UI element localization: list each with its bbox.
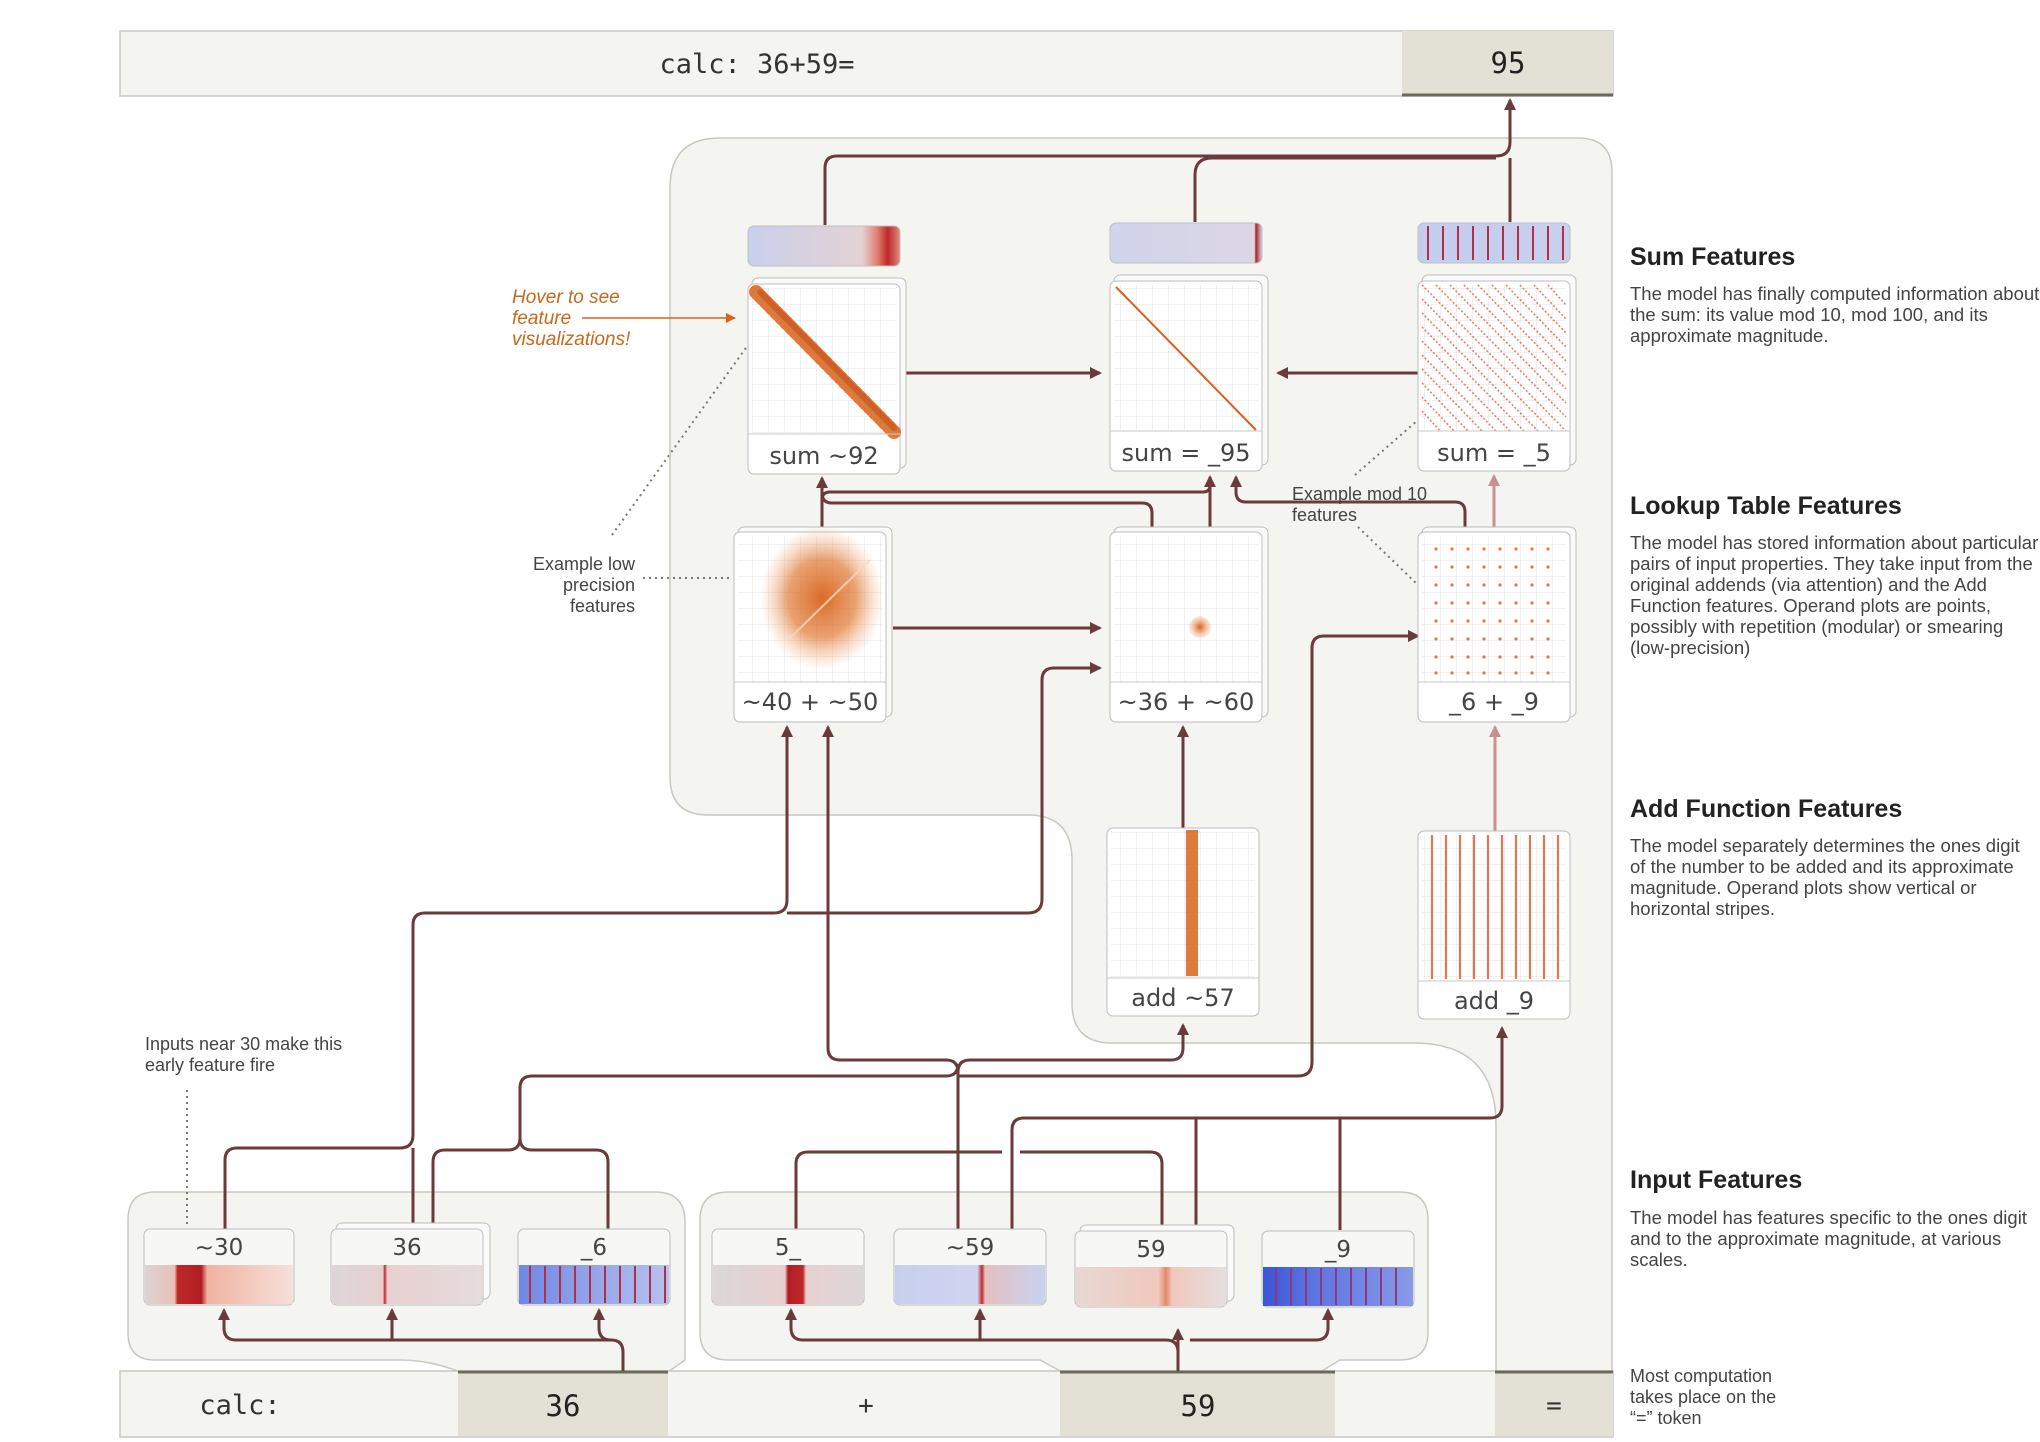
card-in59approx[interactable]: ~59: [893, 1228, 1047, 1306]
node-sum5-label: sum = _5: [1437, 439, 1551, 467]
token-equals-cell[interactable]: [1495, 1372, 1613, 1436]
low-precision-annotation: Example low precision features: [532, 554, 635, 616]
prompt-text: calc: 36+59=: [659, 49, 854, 80]
node-in59-label: 59: [1136, 1237, 1165, 1263]
add9-vertical-stripes: [1430, 835, 1560, 979]
token-59-cell[interactable]: [1060, 1372, 1335, 1436]
in9-strip-lines: [1275, 1268, 1397, 1305]
mod10-annotation: Example mod 10 features: [1292, 484, 1428, 525]
equals-token-annotation: Most computation takes place on the “=” …: [1630, 1366, 1777, 1428]
node-lookup69-label: _6 + _9: [1448, 688, 1539, 716]
mod10-leader-2: [1357, 526, 1419, 586]
arrow-to-lookup3660: [787, 662, 1102, 915]
node-add57-label: add ~57: [1131, 984, 1234, 1012]
token-59: 59: [1181, 1389, 1216, 1423]
mod10-leader: [1354, 419, 1419, 476]
card-lookup3660[interactable]: ~36 + ~60: [1109, 526, 1269, 723]
sum-features-title: Sum Features: [1630, 243, 1796, 271]
node-lookup3660-label: ~36 + ~60: [1118, 688, 1255, 716]
lookup-features-title: Lookup Table Features: [1630, 492, 1902, 520]
sum95-diagonal-line: [1115, 286, 1257, 431]
annotation-leaders: [186, 313, 1419, 1228]
arrow-to-lookup69: [958, 630, 1420, 1078]
add-features-description: The model separately determines the ones…: [1630, 835, 2020, 919]
lookup3660-dot: [1189, 616, 1211, 638]
arrow-inputs-to-add9: [1010, 1026, 1508, 1230]
arrow-token36-to-in6: [593, 1308, 612, 1342]
node-sum92-label: sum ~92: [769, 442, 878, 470]
card-lookup69[interactable]: _6 + _9: [1417, 526, 1577, 723]
arrow-in59-to-hub: [1020, 1150, 1164, 1230]
sum95-strip[interactable]: [1109, 222, 1263, 264]
arrows: [218, 98, 1516, 1371]
lookup4050-blob: [760, 526, 884, 670]
card-add57[interactable]: add ~57: [1106, 827, 1260, 1017]
card-in30[interactable]: ~30: [143, 1228, 295, 1306]
node-in6-label: _6: [580, 1235, 607, 1261]
arrow-lookup69-to-sum95: [1230, 475, 1467, 528]
sum92-strip[interactable]: [747, 225, 901, 267]
node-in36-label: 36: [392, 1235, 421, 1261]
card-in9[interactable]: _9: [1261, 1230, 1415, 1308]
arrow-in5-to-hub: [794, 1150, 1002, 1230]
node-add9-label: add _9: [1454, 987, 1534, 1015]
token-calc: calc:: [199, 1390, 280, 1421]
answer-text: 95: [1491, 46, 1526, 80]
card-sum95[interactable]: sum = _95: [1109, 274, 1269, 472]
token-plus: +: [858, 1391, 874, 1421]
card-in36[interactable]: 36: [330, 1222, 491, 1306]
card-add9[interactable]: add _9: [1417, 830, 1571, 1020]
in6-strip-lines: [529, 1266, 666, 1303]
input-features-description: The model has features specific to the o…: [1630, 1207, 2027, 1270]
arrow-in6-to-hub: [518, 1137, 610, 1230]
sum-strips: [747, 222, 1571, 267]
lookup69-dots: [1434, 547, 1550, 675]
inputs30-annotation: Inputs near 30 make this early feature f…: [145, 1034, 343, 1075]
card-sum92[interactable]: sum ~92: [747, 277, 907, 475]
hover-annotation: Hover to see feature visualizations!: [512, 287, 631, 350]
card-in6[interactable]: _6: [517, 1228, 671, 1306]
node-in5-label: 5_: [775, 1235, 802, 1261]
card-in5[interactable]: 5_: [711, 1228, 865, 1306]
token-equals: =: [1546, 1391, 1562, 1421]
arrow-sum95-to-answer: [1193, 156, 1496, 222]
node-in30-label: ~30: [195, 1235, 244, 1261]
card-sum5[interactable]: sum = _5: [1417, 274, 1577, 472]
node-in59approx-label: ~59: [946, 1235, 995, 1261]
sum-features-description: The model has finally computed informati…: [1630, 283, 2040, 346]
lookup-features-description: The model has stored information about p…: [1630, 532, 2039, 658]
add-features-title: Add Function Features: [1630, 795, 1903, 823]
arrow-token59-to-in9: [1190, 1308, 1334, 1342]
token-36-cell[interactable]: [458, 1372, 668, 1436]
prompt-bar: calc: 36+59= 95: [119, 30, 1614, 97]
arrow-token36-to-inputs: [218, 1308, 625, 1371]
token-bar: calc: 36 + 59 =: [119, 1370, 1614, 1438]
node-lookup4050-label: ~40 + ~50: [742, 688, 879, 716]
card-in59[interactable]: 59: [1074, 1224, 1235, 1308]
sum5-strip-lines: [1427, 226, 1564, 260]
input-features-title: Input Features: [1630, 1166, 1803, 1194]
sum5-diagonals: [1421, 284, 1567, 432]
node-in9-label: _9: [1324, 1237, 1351, 1263]
token-36: 36: [546, 1389, 581, 1423]
card-lookup4050[interactable]: ~40 + ~50: [733, 526, 893, 723]
arrow-lookup3660-to-sum92: [820, 492, 1154, 528]
arrow-sum92-to-answer: [823, 98, 1516, 225]
answer-cell[interactable]: [1402, 31, 1613, 94]
arrow-in30-to-lookup4050: [223, 725, 793, 1230]
add57-vertical-stripe: [1186, 830, 1198, 976]
node-sum95-label: sum = _95: [1122, 439, 1251, 467]
